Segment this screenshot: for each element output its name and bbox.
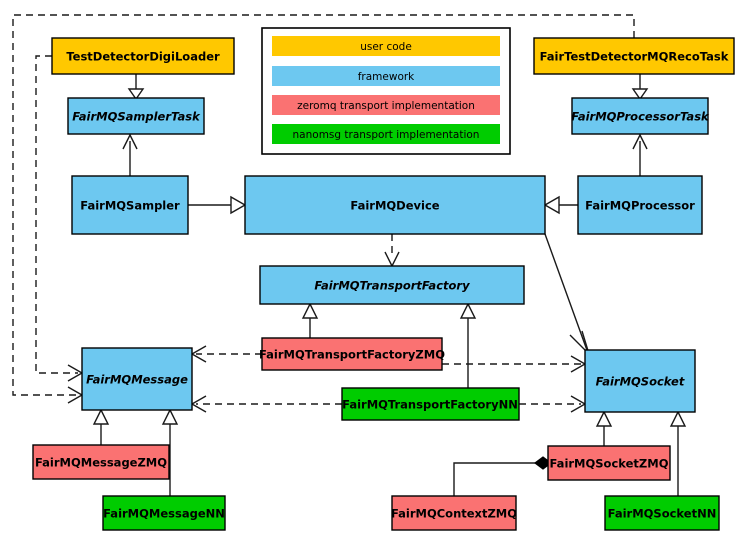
arrowhead-hollow-up-tfnn <box>459 302 477 319</box>
node-rect-TestDetectorDigiLoader[interactable] <box>51 37 235 75</box>
arrowhead-open-up-samplertask <box>122 133 138 150</box>
legend-item-framework: framework <box>272 66 500 86</box>
node-label-FairMQSocketNN: FairMQSocketNN <box>608 507 717 521</box>
node-FairMQProcessor[interactable]: FairMQProcessor <box>577 175 703 235</box>
node-rect-FairMQSocketZMQ[interactable] <box>547 445 671 481</box>
node-rect-FairMQSamplerTask[interactable] <box>67 97 205 135</box>
arrowhead-hollow-right-device <box>230 195 247 215</box>
legend-label-nanomsg: nanomsg transport implementation <box>293 129 480 141</box>
legend-swatch-nanomsg <box>272 124 500 144</box>
legend-label-zeromq: zeromq transport implementation <box>297 100 475 112</box>
node-rect-FairMQTransportFactoryZMQ[interactable] <box>261 337 443 371</box>
legend-panel: user code framework zeromq transport imp… <box>261 27 511 155</box>
node-rect-FairMQMessageZMQ[interactable] <box>32 444 170 480</box>
legend-swatch-user-code <box>272 36 500 56</box>
edge-device-socket <box>544 233 589 354</box>
node-label-FairMQDevice: FairMQDevice <box>350 199 439 213</box>
node-FairMQTransportFactoryZMQ[interactable]: FairMQTransportFactoryZMQ <box>259 337 445 371</box>
edge-contextzmq-socketzmq <box>453 462 535 496</box>
node-rect-FairMQTransportFactoryNN[interactable] <box>341 387 520 421</box>
node-FairMQContextZMQ[interactable]: FairMQContextZMQ <box>391 495 517 531</box>
legend-item-user-code: user code <box>272 36 500 56</box>
edge-digiloader-message <box>35 55 78 374</box>
node-label-FairMQMessageZMQ: FairMQMessageZMQ <box>35 456 167 470</box>
node-label-FairMQTransportFactoryNN: FairMQTransportFactoryNN <box>342 398 518 412</box>
node-rect-FairMQMessageNN[interactable] <box>102 495 226 531</box>
arrowhead-hollow-up-socketzmq <box>595 410 613 427</box>
node-FairMQSocketZMQ[interactable]: FairMQSocketZMQ <box>547 445 671 481</box>
node-FairMQMessageZMQ[interactable]: FairMQMessageZMQ <box>32 444 170 480</box>
node-FairMQMessage[interactable]: FairMQMessage <box>81 347 193 411</box>
arrowhead-hollow-down-processortask <box>631 88 649 101</box>
node-rect-FairMQSocket[interactable] <box>584 349 696 413</box>
node-FairMQSampler[interactable]: FairMQSampler <box>71 175 189 235</box>
arrowhead-hollow-down-samplertask <box>127 88 145 101</box>
node-TestDetectorDigiLoader[interactable]: TestDetectorDigiLoader <box>51 37 235 75</box>
edge-recotask-message <box>12 14 635 396</box>
legend-swatch-framework <box>272 66 500 86</box>
legend-item-nanomsg: nanomsg transport implementation <box>272 124 500 144</box>
node-rect-FairTestDetectorMQRecoTask[interactable] <box>533 37 735 75</box>
node-label-FairMQTransportFactory: FairMQTransportFactory <box>314 279 470 293</box>
node-rect-FairMQSocketNN[interactable] <box>604 495 720 531</box>
arrowhead-hollow-left-device <box>543 195 560 215</box>
legend-item-zeromq: zeromq transport implementation <box>272 95 500 115</box>
edge-layer <box>12 14 687 496</box>
node-FairMQSocketNN[interactable]: FairMQSocketNN <box>604 495 720 531</box>
arrowhead-open-up-processortask <box>632 133 648 150</box>
node-layer: TestDetectorDigiLoader FairTestDetectorM… <box>32 37 735 531</box>
legend-label-framework: framework <box>358 71 415 83</box>
node-rect-FairMQProcessorTask[interactable] <box>571 97 709 135</box>
node-label-TestDetectorDigiLoader: TestDetectorDigiLoader <box>66 50 220 64</box>
arrowhead-open-down-transportfactory <box>384 251 400 268</box>
node-label-FairMQTransportFactoryZMQ: FairMQTransportFactoryZMQ <box>259 348 445 362</box>
node-rect-FairMQDevice[interactable] <box>244 175 546 235</box>
node-FairMQTransportFactoryNN[interactable]: FairMQTransportFactoryNN <box>341 387 520 421</box>
node-rect-FairMQContextZMQ[interactable] <box>391 495 517 531</box>
node-FairTestDetectorMQRecoTask[interactable]: FairTestDetectorMQRecoTask <box>533 37 735 75</box>
node-label-FairMQMessage: FairMQMessage <box>86 373 188 387</box>
legend-swatch-zeromq <box>272 95 500 115</box>
node-label-FairMQSocketZMQ: FairMQSocketZMQ <box>550 457 669 471</box>
node-rect-FairMQSampler[interactable] <box>71 175 189 235</box>
node-label-FairMQSamplerTask: FairMQSamplerTask <box>72 110 201 124</box>
node-FairMQTransportFactory[interactable]: FairMQTransportFactory <box>259 265 525 305</box>
node-rect-FairMQMessage[interactable] <box>81 347 193 411</box>
node-label-FairMQSampler: FairMQSampler <box>80 199 180 213</box>
arrowhead-hollow-up-tfzmq <box>301 302 319 319</box>
node-label-FairMQProcessorTask: FairMQProcessorTask <box>571 110 710 124</box>
node-label-FairMQContextZMQ: FairMQContextZMQ <box>391 507 517 521</box>
node-FairMQMessageNN[interactable]: FairMQMessageNN <box>102 495 226 531</box>
node-label-FairMQMessageNN: FairMQMessageNN <box>103 507 225 521</box>
arrowhead-hollow-up-socketnn <box>669 410 687 427</box>
node-FairMQDevice[interactable]: FairMQDevice <box>244 175 546 235</box>
arrowhead-hollow-up-messagenn <box>161 408 179 425</box>
node-label-FairTestDetectorMQRecoTask: FairTestDetectorMQRecoTask <box>540 50 729 64</box>
node-FairMQProcessorTask[interactable]: FairMQProcessorTask <box>571 97 710 135</box>
node-rect-FairMQTransportFactory[interactable] <box>259 265 525 305</box>
node-rect-FairMQProcessor[interactable] <box>577 175 703 235</box>
arrowhead-hollow-up-messagezmq <box>92 408 110 425</box>
node-FairMQSocket[interactable]: FairMQSocket <box>584 349 696 413</box>
node-label-FairMQProcessor: FairMQProcessor <box>585 199 695 213</box>
node-label-FairMQSocket: FairMQSocket <box>596 375 685 389</box>
legend-label-user-code: user code <box>360 41 412 53</box>
node-FairMQSamplerTask[interactable]: FairMQSamplerTask <box>67 97 205 135</box>
